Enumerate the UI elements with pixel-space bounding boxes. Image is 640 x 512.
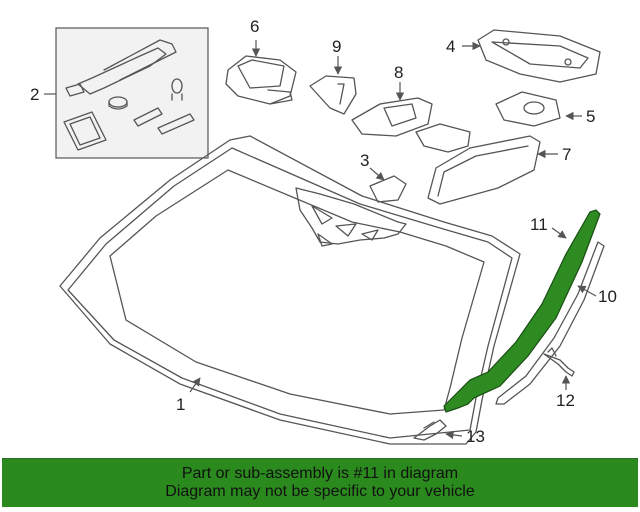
part-7-mirror[interactable] <box>415 123 541 205</box>
part-8-bracket[interactable] <box>351 97 433 137</box>
callout-12: 12 <box>556 391 575 410</box>
part-9-cover[interactable] <box>309 75 357 115</box>
callout-1: 1 <box>176 395 185 414</box>
part-1-windshield[interactable] <box>59 135 521 445</box>
leader-lines <box>44 40 597 440</box>
part-4-bracket[interactable] <box>477 29 601 83</box>
part-notice-banner: Part or sub-assembly is #11 in diagram D… <box>2 458 638 507</box>
part-2-repair-kit[interactable] <box>55 27 209 159</box>
callout-13: 13 <box>466 427 485 446</box>
part-11-molding-highlighted[interactable] <box>443 209 601 413</box>
banner-line-2: Diagram may not be specific to your vehi… <box>165 483 475 500</box>
callout-10: 10 <box>598 287 617 306</box>
part-12-fastener[interactable] <box>543 347 575 377</box>
callout-11: 11 <box>530 215 548 234</box>
callout-8: 8 <box>394 63 403 82</box>
parts-diagram: 2 6 9 4 8 5 7 3 1 11 10 12 13 <box>30 17 617 446</box>
callout-6: 6 <box>250 17 259 36</box>
part-6-sensor[interactable] <box>225 55 297 105</box>
callout-2: 2 <box>30 85 39 104</box>
banner-line-1: Part or sub-assembly is #11 in diagram <box>181 465 459 482</box>
callout-7: 7 <box>562 145 571 164</box>
part-3-clip[interactable] <box>369 175 407 203</box>
callout-3: 3 <box>360 151 369 170</box>
callout-5: 5 <box>586 107 595 126</box>
callout-9: 9 <box>332 37 341 56</box>
part-5-mount[interactable] <box>495 91 561 127</box>
callout-4: 4 <box>446 37 455 56</box>
part-11-shape <box>443 209 601 413</box>
part-13-clip[interactable] <box>413 419 447 441</box>
